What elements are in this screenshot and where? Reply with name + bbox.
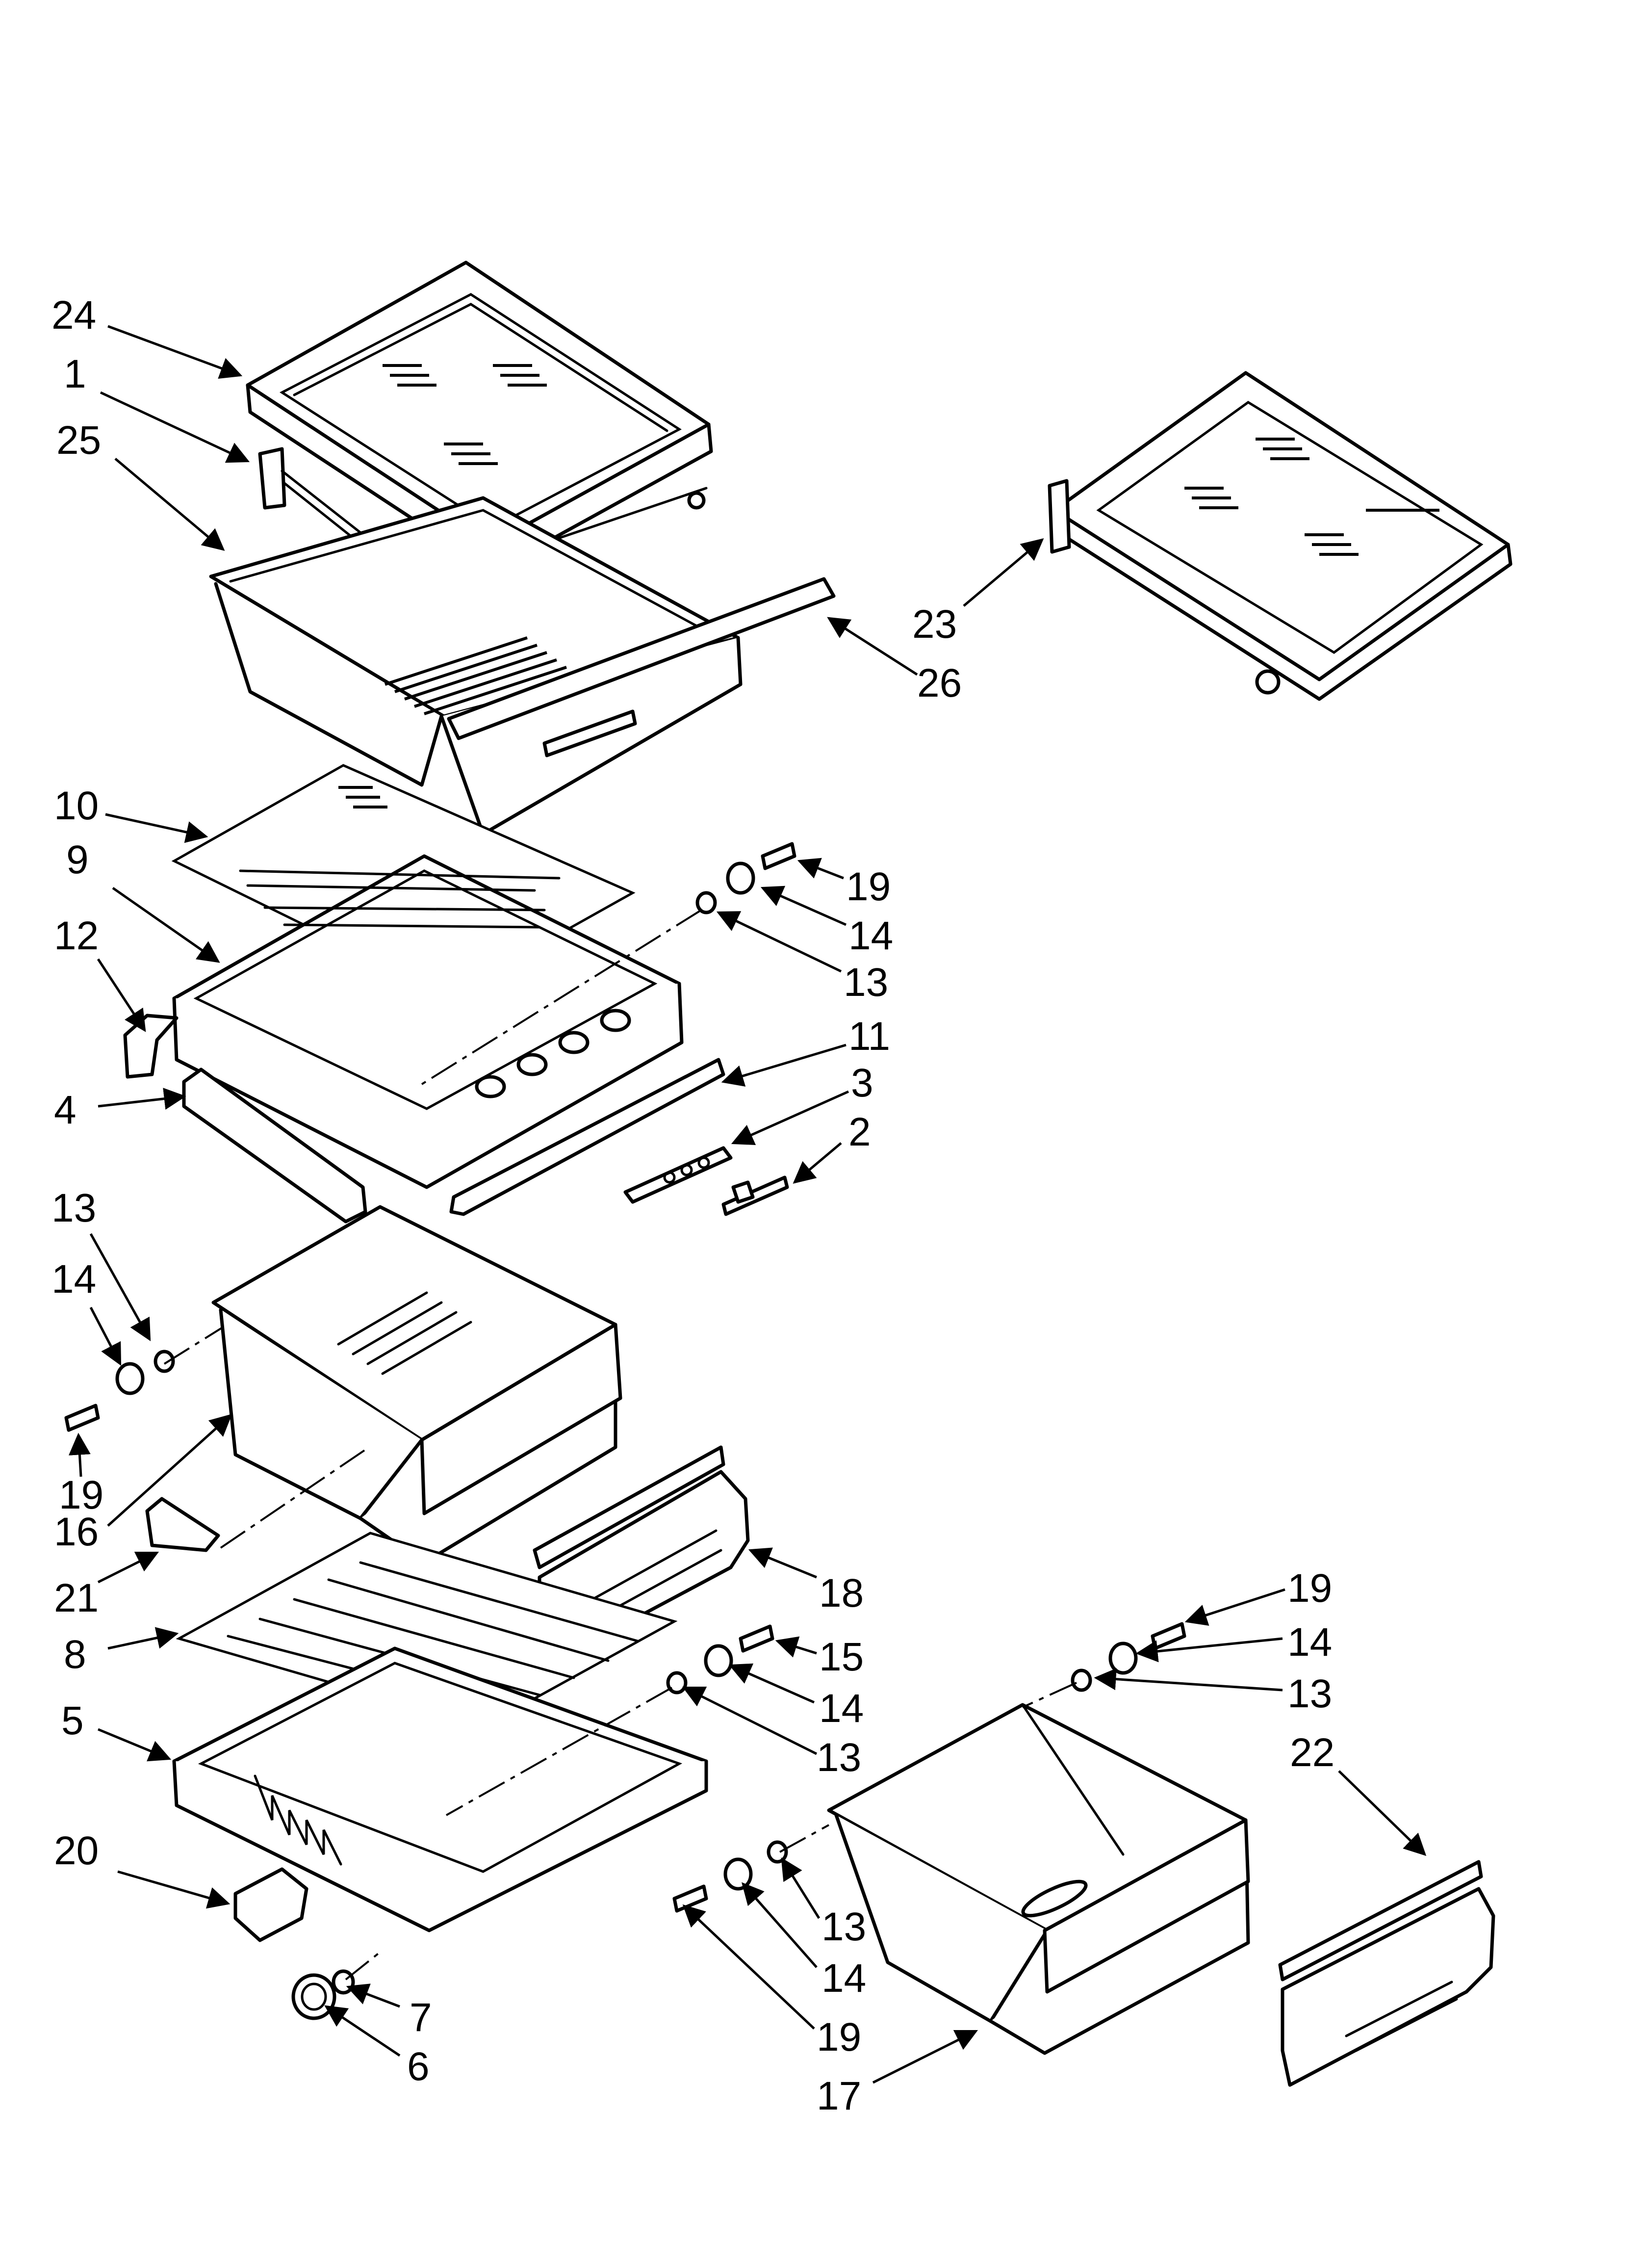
callout-labels: 24 1 25 23 26 10 9 12 19 14 13 11 3 2 4 … xyxy=(51,293,1334,2118)
callout-9: 9 xyxy=(66,837,89,882)
part-20-cover xyxy=(233,1867,308,1942)
part-17-lower-drawer xyxy=(827,1703,1250,2055)
callout-6: 6 xyxy=(407,2044,430,2089)
callout-2: 2 xyxy=(848,1110,871,1154)
callout-13-upper: 13 xyxy=(844,960,888,1005)
part-22-drawer-front xyxy=(1278,1860,1495,2087)
callout-14-left: 14 xyxy=(51,1257,96,1302)
callout-15: 15 xyxy=(819,1635,864,1679)
callout-10: 10 xyxy=(54,783,99,828)
hardware-set-right xyxy=(1071,1622,1186,1692)
part-11-right-slide xyxy=(449,1058,725,1216)
part-2-clip xyxy=(721,1175,789,1216)
part-16-ribs xyxy=(337,1291,472,1375)
callout-24: 24 xyxy=(51,293,96,338)
part-7-axle xyxy=(332,1969,355,1995)
part-23-right-shelf xyxy=(1048,371,1513,701)
callout-13-left: 13 xyxy=(51,1186,96,1230)
part-23-glass-marks xyxy=(1184,438,1439,556)
part-12-left-rail xyxy=(123,1014,179,1079)
callout-17: 17 xyxy=(817,2074,861,2118)
callout-19-left: 19 xyxy=(59,1473,103,1517)
hardware-set-left xyxy=(64,1350,175,1432)
callout-20: 20 xyxy=(54,1828,99,1873)
callout-21: 21 xyxy=(54,1576,99,1620)
callout-13-middle: 13 xyxy=(817,1735,861,1780)
callout-11: 11 xyxy=(848,1014,890,1059)
callout-14-middle: 14 xyxy=(819,1686,864,1731)
part-9-cover-frame xyxy=(172,854,684,1189)
callout-18: 18 xyxy=(819,1571,864,1616)
callout-13-right: 13 xyxy=(1287,1671,1332,1716)
part-24-upper-shelf xyxy=(246,261,713,574)
callout-14-right: 14 xyxy=(1287,1620,1332,1665)
callout-23: 23 xyxy=(912,602,957,647)
callout-1: 1 xyxy=(64,352,86,396)
part-21-block xyxy=(145,1497,220,1552)
callout-13-lower: 13 xyxy=(821,1904,866,1949)
part-25-crisper-pan xyxy=(209,496,743,836)
part-6-wheel xyxy=(291,1973,336,2020)
callout-7: 7 xyxy=(410,1995,432,2040)
callout-22: 22 xyxy=(1290,1730,1334,1775)
callout-4: 4 xyxy=(54,1088,77,1132)
callout-14-lower: 14 xyxy=(821,1956,866,2001)
callout-12: 12 xyxy=(54,913,99,958)
callout-19-upper: 19 xyxy=(846,864,891,909)
callout-25: 25 xyxy=(56,418,101,463)
part-9-grid-lines xyxy=(239,869,561,929)
part-24-glass-marks xyxy=(383,364,547,465)
hardware-set-middle xyxy=(666,1624,774,1694)
assembly-axis-lines xyxy=(163,909,1077,1981)
hardware-set-lower xyxy=(672,1840,788,1913)
callout-3: 3 xyxy=(851,1061,873,1105)
leader-lines xyxy=(68,325,1427,2084)
callout-8: 8 xyxy=(64,1632,86,1677)
callout-19-lower: 19 xyxy=(817,2015,861,2059)
part-5-lower-frame xyxy=(172,1646,708,1932)
part-25-vent-slots xyxy=(385,636,567,715)
callout-5: 5 xyxy=(61,1698,84,1743)
part-26-trim xyxy=(447,577,836,757)
hardware-set-upper xyxy=(695,842,796,914)
callout-26: 26 xyxy=(917,661,962,705)
callout-16: 16 xyxy=(54,1510,99,1554)
callout-19-right: 19 xyxy=(1287,1566,1332,1611)
callout-14-upper: 14 xyxy=(848,913,893,958)
part-3-plate xyxy=(623,1146,733,1204)
part-16-drawer xyxy=(211,1205,622,1564)
